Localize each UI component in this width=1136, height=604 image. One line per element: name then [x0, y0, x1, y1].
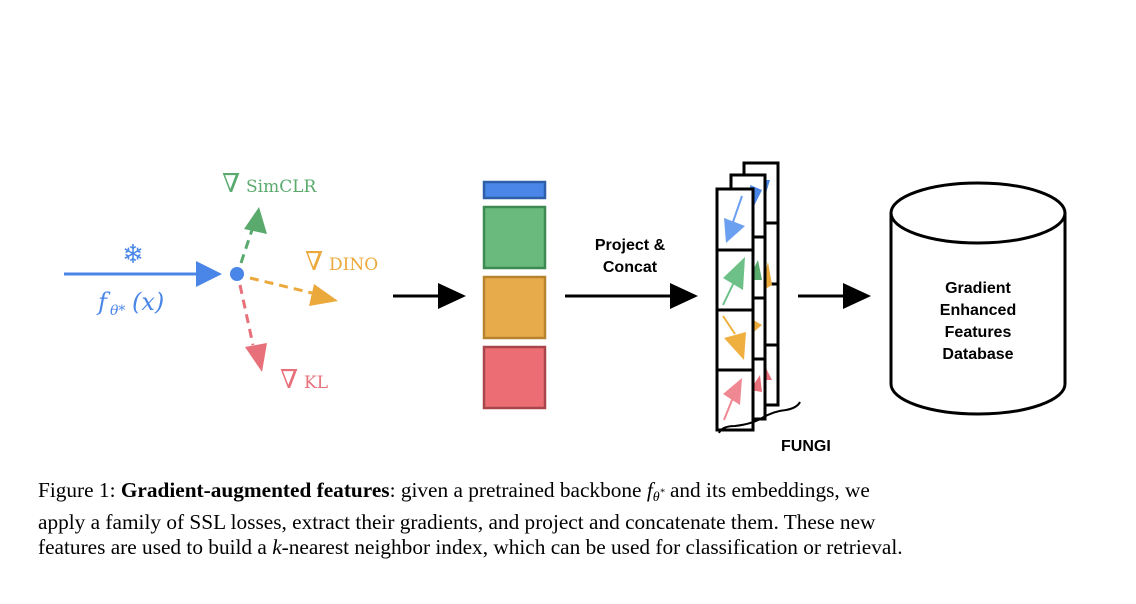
database-cylinder — [889, 181, 1067, 416]
kl-gradient-line — [238, 284, 255, 346]
stack-block-embedding — [482, 180, 547, 200]
db-line-3: Features — [945, 324, 1012, 341]
fungi-panels — [715, 161, 801, 434]
kl-label: ∇ KL — [280, 365, 328, 395]
caption-math-theta: θ — [652, 490, 660, 505]
snowflake-icon: ❄ — [122, 240, 144, 270]
backbone-label: f θ* (x) — [96, 288, 164, 319]
backbone-arg: (x) — [132, 288, 164, 316]
caption-math-star: * — [659, 487, 665, 499]
database-label: Gradient Enhanced Features Database — [940, 280, 1016, 363]
input-arrow-head — [196, 261, 222, 287]
caption-l3-start: features are used to build a — [38, 535, 273, 559]
nabla-kl: ∇ — [280, 365, 298, 395]
caption-line-2: apply a family of SSL losses, extract th… — [38, 510, 876, 534]
fungi-panel-front — [715, 187, 755, 432]
db-line-1: Gradient — [945, 280, 1011, 297]
dino-gradient-line — [249, 276, 313, 295]
caption-line-1: Figure 1: Gradient-augmented features: g… — [38, 478, 1098, 510]
db-line-4: Database — [942, 346, 1013, 363]
simclr-gradient-line — [239, 229, 254, 264]
caption-l3-end: -nearest neighbor index, which can be us… — [281, 535, 903, 559]
dino-gradient-head — [309, 284, 338, 306]
simclr-sub: SimCLR — [246, 177, 317, 197]
caption-text: : given a pretrained backbone — [389, 478, 647, 502]
backbone-f: f — [96, 288, 111, 316]
dino-sub: DINO — [329, 255, 378, 275]
fungi-green-arrow — [723, 257, 745, 290]
caption-math-f: f — [646, 478, 653, 502]
arrow-to-db-head — [843, 283, 871, 309]
fungi-diagram: ❄ f θ* (x) ∇ SimCLR ∇ DINO ∇ KL Project … — [64, 161, 1067, 455]
kl-sub: KL — [304, 373, 328, 393]
caption-title: Gradient-augmented features — [120, 478, 390, 502]
project-label-line1: Project & — [595, 237, 666, 254]
fungi-red-arrow — [723, 378, 742, 405]
dino-label: ∇ DINO — [305, 247, 378, 277]
stack-block-dino — [482, 275, 547, 340]
figure-caption: Figure 1: Gradient-augmented features: g… — [38, 478, 1098, 560]
fungi-brace — [718, 401, 801, 434]
fungi-label: FUNGI — [781, 438, 831, 455]
caption-k: k — [272, 535, 282, 559]
caption-line-3: features are used to build a k-nearest n… — [38, 535, 1098, 560]
db-line-2: Enhanced — [940, 302, 1016, 319]
caption-prefix: Figure 1: — [38, 478, 121, 502]
fungi-blue-arrow — [724, 218, 745, 243]
kl-gradient-head — [245, 343, 267, 372]
caption-math-sub: θ* — [652, 487, 665, 505]
stack-block-simclr — [482, 205, 547, 270]
stack-block-kl — [482, 345, 547, 410]
project-label-line2: Concat — [603, 259, 658, 276]
arrow-to-stack-head — [438, 283, 466, 309]
nabla-simclr: ∇ — [222, 169, 240, 199]
feature-stack — [482, 180, 547, 410]
simclr-label: ∇ SimCLR — [222, 169, 317, 199]
simclr-gradient-head — [244, 207, 267, 234]
fungi-orange-arrow — [724, 332, 746, 360]
backbone-theta: θ* — [110, 303, 125, 319]
embedding-point — [230, 267, 244, 281]
caption-text-end: and its embeddings, we — [664, 478, 870, 502]
nabla-dino: ∇ — [305, 247, 323, 277]
project-arrow-head — [670, 283, 698, 309]
